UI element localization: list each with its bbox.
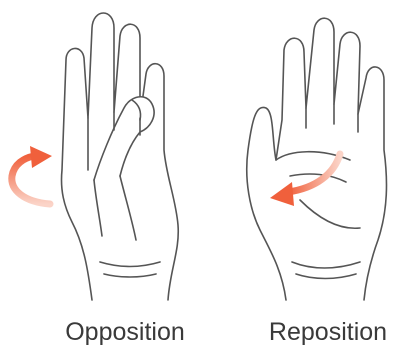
opposition-hand-illustration: [61, 13, 178, 300]
opposition-label: Opposition: [40, 318, 210, 347]
opposition-arrow-icon: [12, 146, 52, 204]
reposition-hand-illustration: [247, 18, 387, 300]
reposition-hand-outline: [247, 18, 387, 300]
reposition-label: Reposition: [248, 318, 405, 347]
